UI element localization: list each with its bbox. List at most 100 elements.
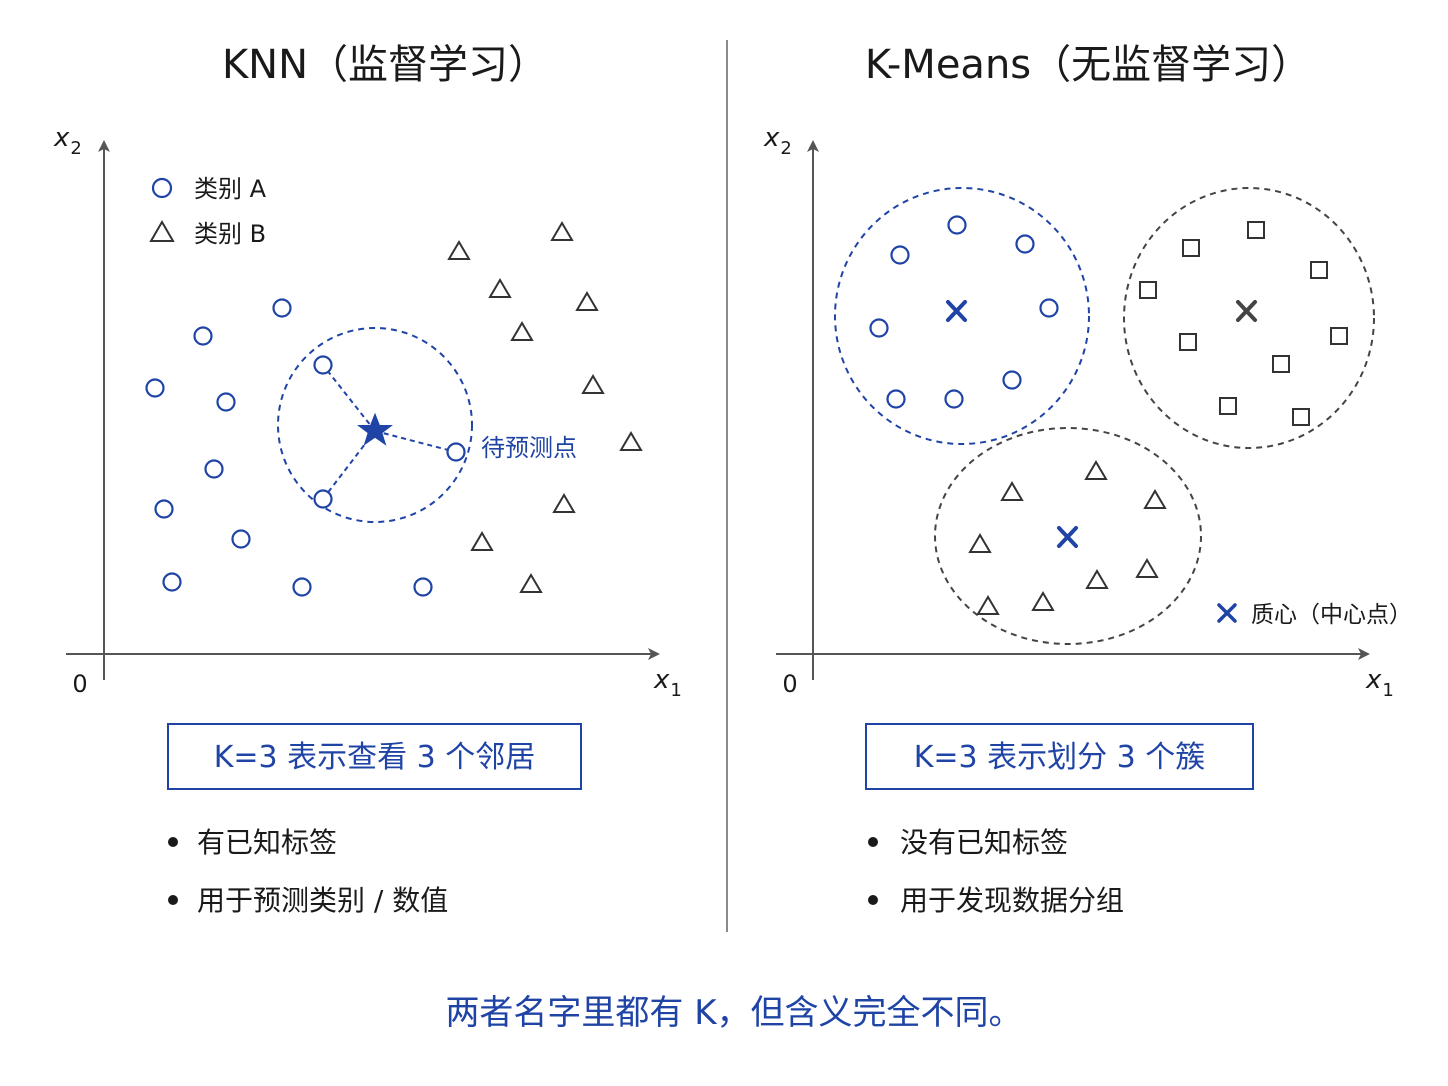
bullet-dot — [868, 837, 878, 847]
knn-neighborhood — [277, 327, 473, 523]
cluster-point — [1015, 234, 1035, 254]
cluster-point — [1039, 298, 1059, 318]
cluster-point — [1179, 333, 1197, 351]
centroid-x-icon — [1057, 526, 1078, 548]
bullet-dot — [168, 895, 178, 905]
centroid-x-icon — [946, 300, 967, 322]
knn-bullets: 有已知标签 用于预测类别 / 数值 — [168, 826, 448, 917]
cluster-point — [1310, 261, 1328, 279]
knn-neighbor-link — [374, 430, 457, 453]
kmeans-panel: K-Means（无监督学习） 0 x1 x2 — [763, 42, 1412, 917]
cluster-point — [1272, 355, 1290, 373]
knn-legend: 类别 A 类别 B — [149, 175, 267, 248]
cluster-point — [1182, 239, 1200, 257]
legend-class-b-label: 类别 B — [194, 220, 266, 248]
bullet-dot — [868, 895, 878, 905]
footer-note: 两者名字里都有 K，但含义完全不同。 — [445, 993, 1022, 1033]
class-a-neighbor — [313, 489, 333, 509]
centroid-legend: 质心（中心点） — [1217, 602, 1412, 628]
kmeans-origin-label: 0 — [782, 670, 797, 698]
knn-radius-circle — [277, 327, 473, 523]
knn-x-axis-label: x1 — [653, 665, 682, 701]
cluster-triangles-points — [968, 460, 1167, 615]
cluster-point — [1000, 481, 1024, 501]
class-b-point — [447, 240, 471, 260]
query-point-star-icon — [357, 412, 393, 446]
knn-k-box — [167, 723, 582, 790]
cluster-point — [890, 245, 910, 265]
cluster-point — [944, 389, 964, 409]
class-a-point — [204, 459, 224, 479]
cluster-circles-points — [869, 215, 1059, 409]
cluster-point — [1084, 460, 1108, 480]
class-b-point — [619, 431, 643, 451]
legend-class-a-label: 类别 A — [194, 175, 267, 203]
cluster-point — [1085, 569, 1109, 589]
knn-neighbor-link — [322, 364, 376, 432]
class-a-point — [413, 577, 433, 597]
knn-axes: 0 x1 x2 — [53, 123, 682, 701]
cluster-point — [1139, 281, 1157, 299]
class-a-point — [193, 326, 213, 346]
cluster-point — [1031, 591, 1055, 611]
kmeans-y-axis-label: x2 — [763, 123, 792, 159]
class-a-point — [231, 529, 251, 549]
class-a-point — [272, 298, 292, 318]
legend-circle-marker — [151, 177, 173, 199]
cluster-point — [1247, 221, 1265, 239]
class-a-point — [145, 378, 165, 398]
cluster-point — [1219, 397, 1237, 415]
class-b-point — [470, 531, 494, 551]
kmeans-x-axis-label: x1 — [1365, 665, 1394, 701]
cluster-boundary-triangles — [934, 427, 1202, 645]
knn-k-box-text: K=3 表示查看 3 个邻居 — [214, 740, 536, 775]
cluster-point — [1330, 327, 1348, 345]
kmeans-bullet-2: 用于发现数据分组 — [900, 884, 1124, 917]
class-b-point — [581, 374, 605, 394]
kmeans-k-box — [865, 723, 1254, 790]
centroid-legend-x-icon — [1217, 603, 1237, 623]
class-b-point — [488, 278, 512, 298]
class-b-point — [510, 321, 534, 341]
class-a-neighbor — [446, 442, 466, 462]
cluster-point — [1002, 370, 1022, 390]
knn-class-a-points — [145, 298, 466, 597]
class-a-point — [216, 392, 236, 412]
class-b-point — [575, 291, 599, 311]
class-a-point — [162, 572, 182, 592]
cluster-point — [1143, 489, 1167, 509]
cluster-point — [1135, 558, 1159, 578]
cluster-point — [968, 533, 992, 553]
knn-bullet-1: 有已知标签 — [197, 826, 337, 859]
knn-bullet-2: 用于预测类别 / 数值 — [197, 884, 448, 917]
cluster-point — [869, 318, 889, 338]
kmeans-bullet-1: 没有已知标签 — [900, 826, 1068, 859]
cluster-boundary-circles — [834, 187, 1090, 445]
class-b-point — [550, 221, 574, 241]
cluster-point — [886, 389, 906, 409]
cluster-point — [947, 215, 967, 235]
knn-panel: KNN（监督学习） 0 x1 x2 类别 A 类别 B — [53, 42, 682, 917]
centroid-legend-label: 质心（中心点） — [1251, 602, 1412, 628]
query-point-label: 待预测点 — [481, 434, 577, 462]
class-b-point — [552, 493, 576, 513]
class-a-point — [154, 499, 174, 519]
cluster-boundary-squares — [1123, 187, 1375, 449]
cluster-point — [1292, 408, 1310, 426]
kmeans-title: K-Means（无监督学习） — [865, 42, 1311, 88]
class-a-point — [292, 577, 312, 597]
centroid-x-icon — [1236, 300, 1257, 322]
kmeans-axes: 0 x1 x2 — [763, 123, 1394, 701]
knn-origin-label: 0 — [72, 670, 87, 698]
cluster-squares-points — [1139, 221, 1348, 426]
class-b-point — [519, 573, 543, 593]
class-a-neighbor — [313, 355, 333, 375]
cluster-point — [976, 595, 1000, 615]
bullet-dot — [168, 837, 178, 847]
knn-class-b-points — [447, 221, 643, 593]
kmeans-bullets: 没有已知标签 用于发现数据分组 — [868, 826, 1124, 917]
knn-title: KNN（监督学习） — [222, 42, 548, 88]
kmeans-k-box-text: K=3 表示划分 3 个簇 — [914, 740, 1206, 775]
knn-y-axis-label: x2 — [53, 123, 82, 159]
